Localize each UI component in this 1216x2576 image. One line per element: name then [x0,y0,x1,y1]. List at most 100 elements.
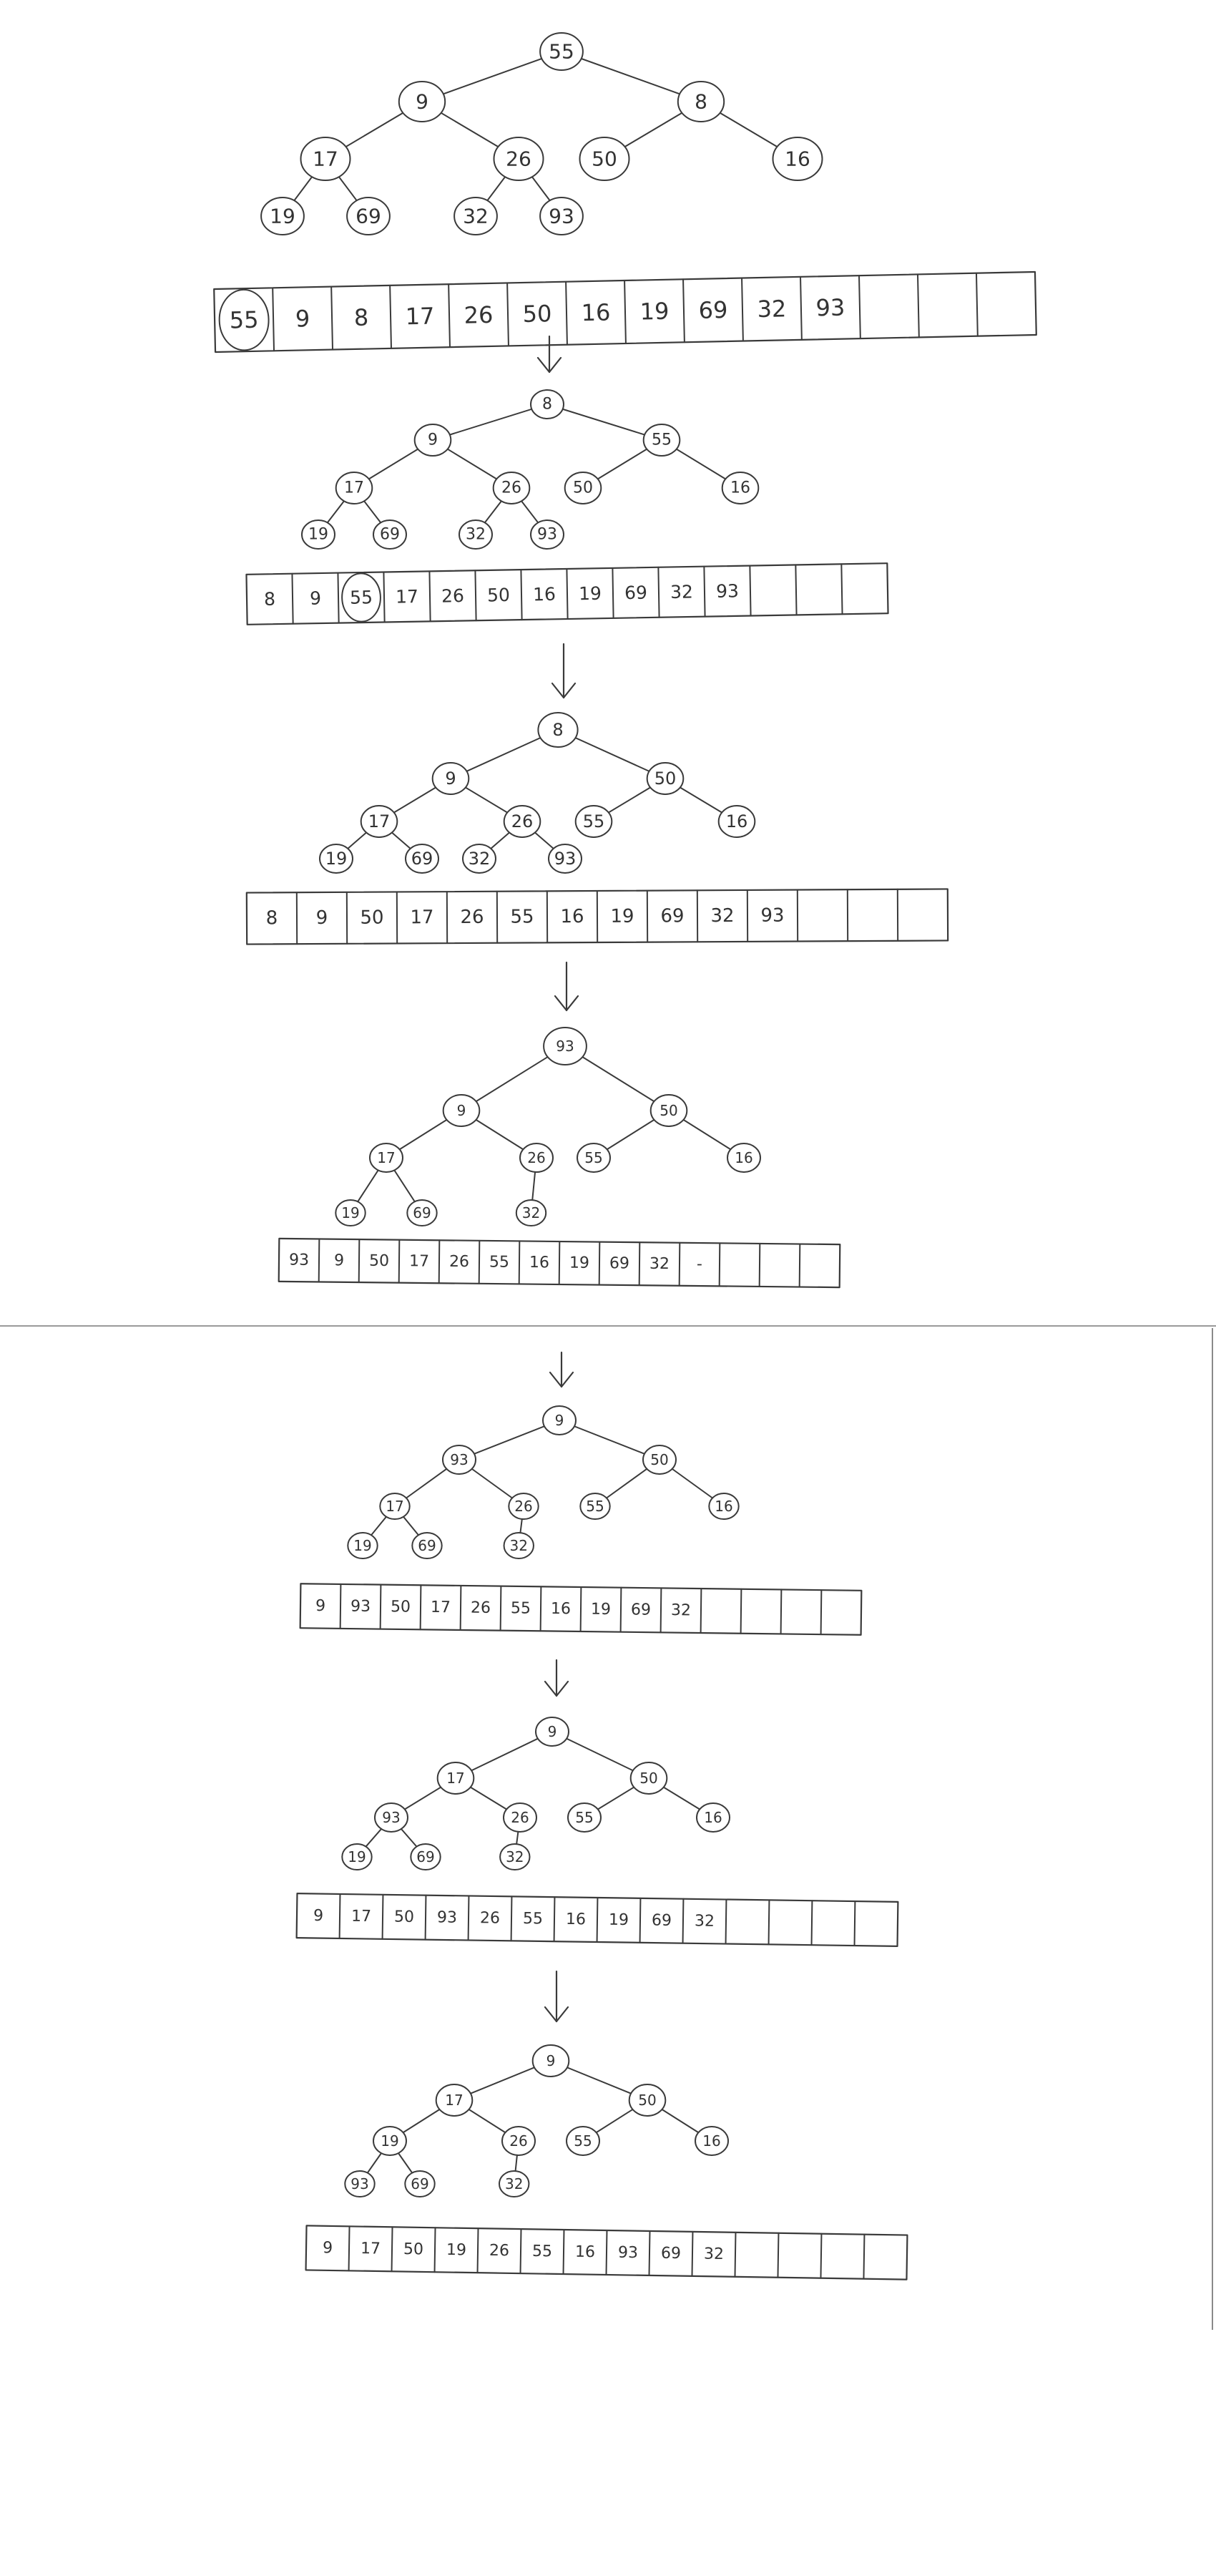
array-cell-divider [433,2227,436,2273]
tree-node: 50 [629,1762,668,1795]
array-cell-divider [474,570,477,622]
node-circle [539,32,584,71]
array-cell-divider [810,1900,813,1946]
tree-node: 17 [435,2084,474,2117]
array-cell-divider [648,2230,651,2276]
node-value: 16 [785,147,810,171]
tree-node: 50 [628,2084,667,2117]
tree-node: 55 [579,1493,611,1520]
tree-node: 19 [301,519,335,550]
node-circle [501,2126,536,2156]
array-cell-divider [476,2228,479,2274]
node-circle [373,519,407,550]
tree-edges [359,2060,712,2185]
page-divider [0,1325,1216,1327]
array-cell-value: 32 [704,2245,724,2263]
array-cell-divider [624,280,627,344]
node-value: 55 [652,431,672,449]
tree-node: 26 [503,805,541,838]
node-value: 69 [411,2175,428,2192]
array-cell-value: 16 [551,1600,571,1618]
node-circle [499,1843,531,1870]
node-value: 32 [463,205,489,228]
tree-node: 32 [503,1532,534,1559]
array-cell-value: 26 [449,1253,469,1271]
array-cell-value: 55 [489,1253,509,1271]
node-circle [347,1532,378,1559]
array-cell-value: 17 [396,586,418,608]
tree-node: 19 [373,2126,407,2156]
node-circle [431,762,470,795]
node-circle [436,1762,475,1795]
tree-node: 26 [493,137,544,181]
array-cell-divider [510,1896,513,1942]
array-cell-value: 9 [316,907,328,929]
tree-edges [335,729,737,859]
tree-node: 17 [379,1493,411,1520]
array-cell-value: 93 [716,580,739,602]
array-cell-value: 9 [315,1597,325,1615]
tree-edge [432,404,548,441]
tree-node: 16 [721,472,760,504]
node-circle [493,137,544,181]
node-value: 9 [555,1412,564,1429]
node-circle [579,1493,611,1520]
array-cell-divider [330,286,334,351]
node-circle [346,197,391,235]
node-value: 19 [325,849,348,869]
tree-node: 19 [347,1532,378,1559]
node-value: 50 [639,1770,657,1787]
node-circle [646,762,685,795]
node-value: 32 [522,1204,540,1221]
node-value: 50 [650,1451,668,1468]
tree-node: 55 [567,1802,602,1833]
array-cell-divider [272,287,275,352]
array-cell-value: 93 [618,2244,638,2262]
tree-node: 26 [503,1802,537,1833]
array-cell-divider [639,1897,642,1943]
array-cell-value: 93 [437,1908,457,1926]
node-value: 17 [446,1770,464,1787]
page-edge-line [1212,1328,1213,2330]
tree-edges [362,1420,725,1546]
node-circle [642,424,681,457]
array-cell-value: 55 [229,306,259,334]
tree-node: 9 [535,1717,569,1747]
node-circle [453,197,498,235]
tree-node: 19 [341,1843,373,1870]
node-circle [515,1199,547,1226]
node-circle [677,81,725,122]
tree-node: 8 [537,712,579,748]
array-cell-value: 26 [464,301,494,329]
node-circle [567,1802,602,1833]
array-cell-value: 17 [409,1252,429,1270]
array-cell-value: 26 [489,2242,509,2260]
array-cell-value: 69 [660,905,684,927]
node-circle [519,1143,554,1173]
tree-edges [356,1731,714,1858]
array-cell-divider [389,284,392,349]
tree-node: 19 [319,844,353,874]
tree-node: 50 [646,762,685,795]
node-value: 17 [377,1149,395,1166]
array-cell-value: 32 [710,905,734,927]
down-arrow [549,1351,574,1388]
node-value: 19 [348,1848,366,1865]
array-cell-divider [596,1897,599,1943]
array-cell-value: 8 [354,304,369,331]
array-cell-value: 26 [471,1599,491,1617]
tree-node: 93 [374,1802,408,1833]
node-circle [406,1199,438,1226]
array-cell-divider [916,273,920,338]
node-circle [404,2170,436,2197]
node-circle [574,805,613,838]
array-cell-divider [358,1239,361,1284]
array-cell-value: 32 [670,581,693,602]
node-value: 9 [548,1723,557,1740]
tree-node: 9 [542,1405,577,1435]
